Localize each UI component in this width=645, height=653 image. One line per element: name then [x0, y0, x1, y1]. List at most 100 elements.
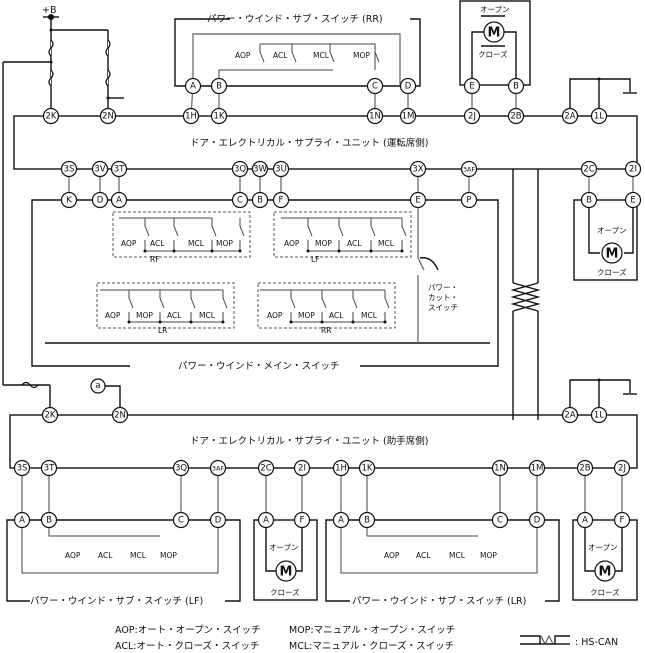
mop-label: MOP [480, 551, 497, 560]
connector-label: 1K [362, 464, 373, 474]
connector-driver-top-2n: 2N [99, 107, 117, 125]
switch-label: MOP [315, 239, 332, 248]
switch-label: AOP [121, 239, 137, 248]
connector-label: 3T [44, 464, 55, 474]
connector-passenger-bottom-1m: 1M [528, 459, 546, 477]
switch-label: AOP [284, 239, 300, 248]
connector-label: 2I [298, 464, 306, 474]
connector-rr-sub-c: C [366, 77, 384, 95]
acl-label: ACL [273, 51, 288, 60]
switch-contact-icon [321, 290, 327, 322]
passenger-unit-label: ドア・エレクトリカル・サプライ・ユニット (助手席側) [190, 435, 428, 447]
connector-label: B [364, 516, 370, 526]
switch-label: MCL [188, 239, 205, 248]
lr-window-motor: オープン M クローズ [572, 519, 638, 601]
switch-contact-icon [307, 218, 313, 251]
lr-group-label: LR [158, 326, 167, 335]
connector-label: 1L [594, 112, 604, 122]
connector-label: C [178, 516, 184, 526]
switch-label: MOP [298, 311, 315, 320]
motor-icon: M [488, 26, 501, 41]
connector-main-switch-p: P [460, 191, 478, 209]
connector-passenger-bottom-3af: 3AF [209, 459, 227, 477]
lf-group-label: LF [311, 255, 320, 264]
connector-label: 3X [412, 165, 423, 175]
rr-window-motor: オープン M クローズ [459, 0, 531, 86]
connector-label: E [415, 196, 420, 206]
switch-contact-icon [159, 290, 165, 322]
connector-rr-sub-b: B [210, 77, 228, 95]
connector-label: 3Q [234, 165, 246, 175]
connector-label: 3T [114, 165, 125, 175]
connector-driver-top-2a: 2A [561, 107, 579, 125]
switch-label: ACL [167, 311, 182, 320]
connector-driver-top-2b: 2B [507, 107, 525, 125]
switch-label: MCL [361, 311, 378, 320]
connector-driver-bottom-2i: 2I [624, 160, 642, 178]
connector-label: 2K [46, 112, 57, 122]
connector-label: F [300, 516, 305, 526]
power-cut-label-1: パワー・ [428, 283, 458, 292]
connector-label: 3V [94, 165, 105, 175]
acl-label: ACL [416, 551, 431, 560]
connector-lr-sub-d: D [528, 511, 546, 529]
switch-label: MCL [199, 311, 216, 320]
connector-rr-sub-d: D [399, 77, 417, 95]
mcl-label: MCL [449, 551, 466, 560]
legend: AOP:オート・オープン・スイッチ ACL:オート・クローズ・スイッチ MOP:… [115, 625, 618, 652]
switch-contact-icon [401, 218, 407, 251]
switch-label: ACL [150, 239, 165, 248]
lf-sub-switch-label: パワー・ウインド・サブ・スイッチ (LF) [30, 595, 203, 607]
power-cut-label-2: カット・ [428, 293, 458, 302]
motor-open-label: オープン [597, 226, 627, 235]
connector-driver-top-1h: 1H [182, 107, 200, 125]
switch-contact-icon [173, 218, 179, 251]
connector-passenger-bottom-3t: 3T [40, 459, 58, 477]
connector-rf-motor-b: B [580, 191, 598, 209]
connector-label: 1M [531, 464, 544, 474]
connector-label: 2A [564, 112, 575, 122]
connector-passenger-top-1l: 1L [590, 406, 608, 424]
connector-label: D [97, 196, 104, 206]
connector-driver-bottom-3u: 3U [272, 160, 290, 178]
connector-label: 1N [369, 112, 381, 122]
battery-label: +B [42, 5, 56, 16]
connector-passenger-top-2k: 2K [41, 406, 59, 424]
connector-label: D [405, 82, 412, 92]
switch-contact-icon [211, 218, 217, 251]
connector-main-switch-c: C [231, 191, 249, 209]
switch-contact-icon [352, 290, 358, 322]
connector-lf-motor-f: F [293, 511, 311, 529]
connector-label: 3S [17, 464, 28, 474]
switch-contact-icon [370, 218, 376, 251]
connector-label: C [237, 196, 243, 206]
connector-driver-bottom-3s: 3S [60, 160, 78, 178]
motor-close-label: クローズ [478, 49, 508, 59]
switch-contact-icon [239, 218, 245, 251]
connector-label: 1L [594, 411, 604, 421]
connector-main-switch-f: F [272, 191, 290, 209]
switch-contact-icon [384, 290, 390, 322]
connector-label: 2K [45, 411, 56, 421]
connector-label: A [263, 516, 269, 526]
rr-group-label: RR [321, 326, 331, 335]
connector-label: P [466, 196, 471, 206]
legend-mcl: MCL:マニュアル・クローズ・スイッチ [289, 640, 454, 652]
connector-label: C [372, 82, 378, 92]
connector-passenger-bottom-1h: 1H [332, 459, 350, 477]
connector-label: C [497, 516, 503, 526]
motor-open-label: オープン [480, 5, 510, 14]
connector-label: 2B [579, 464, 590, 474]
connector-label: F [620, 516, 625, 526]
connector-passenger-bottom-2c: 2C [257, 459, 275, 477]
connector-passenger-bottom-1n: 1N [491, 459, 509, 477]
connector-label: B [216, 82, 222, 92]
switch-label: MOP [216, 239, 233, 248]
connector-passenger-bottom-3s: 3S [13, 459, 31, 477]
driver-supply-unit: ドア・エレクトリカル・サプライ・ユニット (運転席側) [13, 115, 638, 170]
connector-driver-bottom-3t: 3T [110, 160, 128, 178]
connector-label: 3AF [212, 465, 225, 473]
connector-passenger-bottom-2i: 2I [293, 459, 311, 477]
power-cut-label-3: スイッチ [428, 303, 458, 312]
connector-passenger-top-2a: 2A [561, 406, 579, 424]
